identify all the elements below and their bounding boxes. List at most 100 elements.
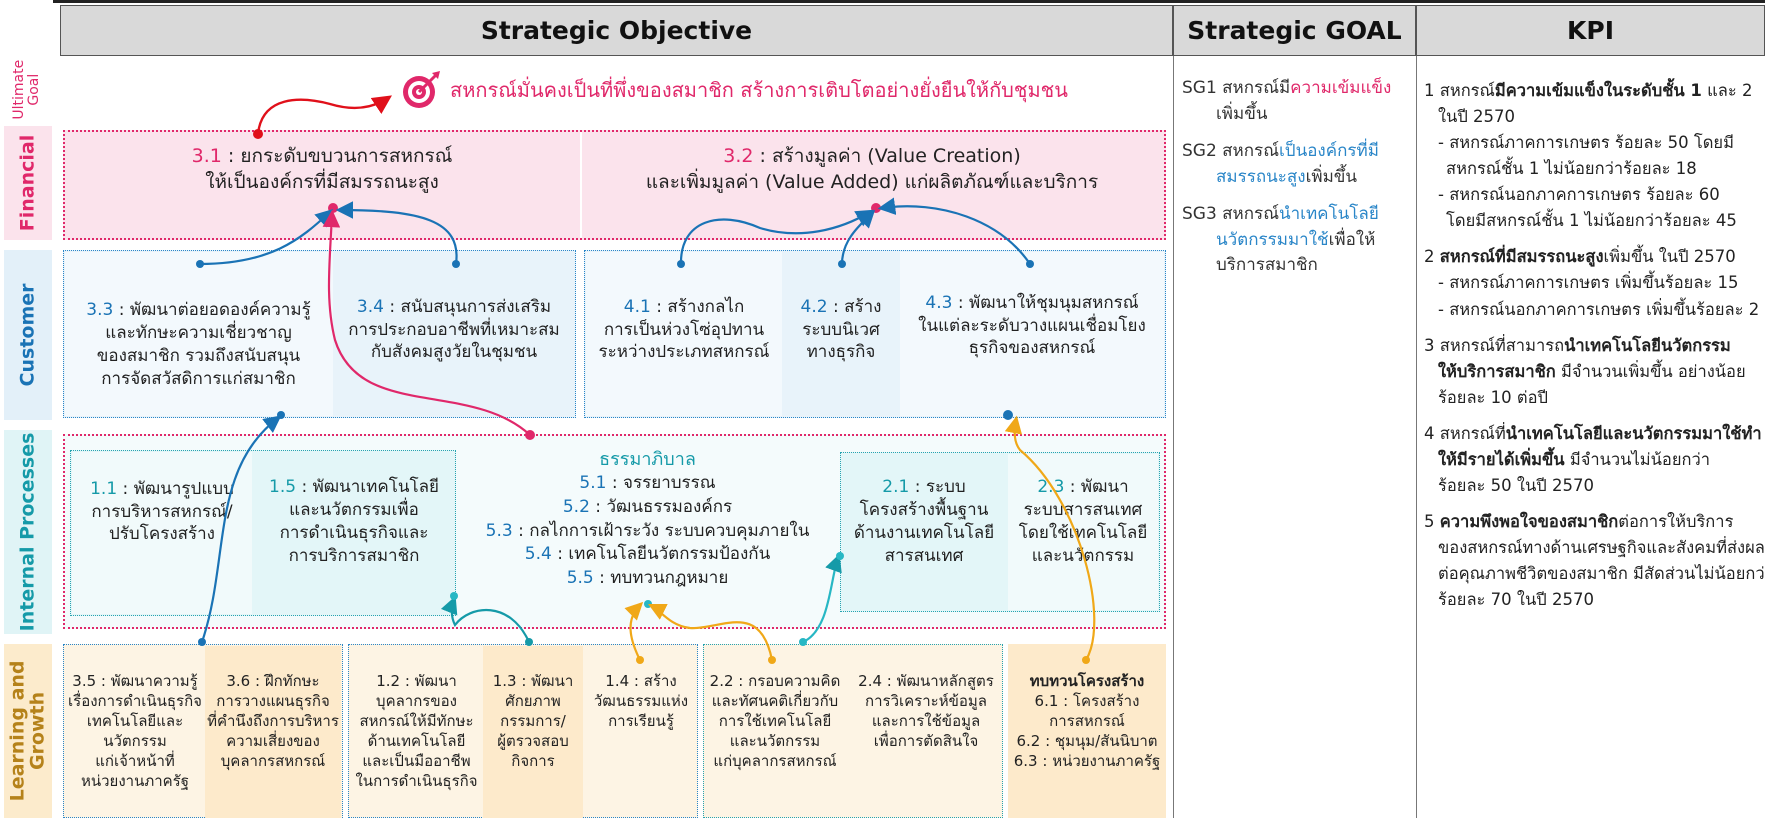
- objective-4-1: 4.1 : สร้างกลไก การเป็นห่วงโซ่อุปทาน ระห…: [586, 280, 782, 380]
- governance-item-5-5-num: 5.5: [566, 568, 594, 589]
- objective-2-3-line1: ระบบสารสนเทศ: [1023, 500, 1143, 521]
- divider-kpi: [1416, 56, 1417, 818]
- objective-4-1-line2: ระหว่างประเภทสหกรณ์: [598, 342, 770, 363]
- objective-3-5-line2: เทคโนโลยีและ: [86, 711, 184, 730]
- objective-2-2-line2: การใช้เทคโนโลยี: [718, 711, 832, 730]
- objective-1-2-line5: ในการดำเนินธุรกิจ: [355, 771, 478, 790]
- objective-1-3-line1: ศักยภาพ: [505, 691, 561, 710]
- kpi-3: 3 สหกรณ์ที่สามารถนำเทคโนโลยีนวัตกรรม ให้…: [1424, 333, 1765, 411]
- objective-1-2-line4: และเป็นมืออาชีพ: [362, 751, 471, 770]
- kpi-1-b: มีความเข้มแข็งในระดับชั้น 1: [1494, 81, 1702, 100]
- objective-2-4-line1: การวิเคราะห์ข้อมูล: [865, 691, 987, 710]
- objective-4-1-line1: การเป็นห่วงโซ่อุปทาน: [603, 319, 765, 340]
- objective-3-2-num: 3.2: [723, 145, 754, 168]
- kpi-4-c: มีจำนวนไม่น้อยกว่า: [1564, 449, 1711, 469]
- goal-sg3: SG3 สหกรณ์นำเทคโนโลยี นวัตกรรมมาใช้เพื่อ…: [1182, 202, 1414, 279]
- governance-item-5-4-text: : เทคโนโลยีนวัตกรรมป้องกัน: [551, 544, 771, 565]
- objective-2-4-line3: เพื่อการตัดสินใจ: [873, 731, 979, 750]
- objective-6-item2-text: : ชุมนุม/สันนิบาต: [1040, 731, 1158, 750]
- dot-3-2: [871, 203, 881, 213]
- governance-title: ธรรมาภิบาล: [599, 448, 696, 470]
- objective-1-1-num: 1.1: [90, 478, 118, 499]
- objective-2-4-line2: และการใช้ข้อมูล: [871, 711, 981, 730]
- objective-3-4-num: 3.4: [356, 296, 384, 317]
- kpi-4: 4 สหกรณ์ที่นำเทคโนโลยีและนวัตกรรมมาใช้ทำ…: [1424, 421, 1765, 499]
- objective-2-1-line3: สารสนเทศ: [884, 545, 964, 566]
- objective-3-5-line3: นวัตกรรม: [103, 731, 167, 750]
- objective-2-1-line2: ด้านงานเทคโนโลยี: [853, 523, 995, 543]
- objective-2-1-line1: โครงสร้างพื้นฐาน: [859, 500, 989, 521]
- objective-3-2-text: : สร้างมูลค่า (Value Creation): [753, 145, 1021, 168]
- goal-sg3-pre: สหกรณ์: [1216, 204, 1279, 224]
- kpi-3-b: นำเทคโนโลยีนวัตกรรม: [1564, 335, 1731, 355]
- objective-1-3-line2: กรรมการ/: [500, 711, 566, 730]
- header-kpi: KPI: [1416, 5, 1765, 56]
- objective-6-title: ทบทวนโครงสร้าง: [1029, 672, 1145, 690]
- governance-item-5-5-text: : ทบทวนกฎหมาย: [593, 568, 729, 589]
- goal-sg2-cont-highlight: สมรรถนะสูง: [1216, 166, 1306, 187]
- objective-3-2-text2: และเพิ่มมูลค่า (Value Added) แก่ผลิตภัณฑ…: [645, 171, 1099, 193]
- objective-1-5-line1: และนวัตกรรมเพื่อ: [289, 500, 419, 521]
- objective-3-3-line3: การจัดสวัสดิการแก่สมาชิก: [101, 368, 296, 389]
- goal-sg3-cont: เพื่อให้: [1328, 229, 1376, 250]
- kpi-2-s2: - สหกรณ์นอกภาคการเกษตร เพิ่มขึ้นร้อยละ 2: [1438, 299, 1760, 319]
- kpi-1-a: 1 สหกรณ์: [1424, 81, 1495, 100]
- kpi-5-a: 5: [1424, 511, 1440, 531]
- objective-1-2-text: : พัฒนา: [400, 672, 457, 690]
- objective-3-5-num: 3.5: [72, 672, 97, 690]
- goal-sg1-highlight: ความเข้มแข็ง: [1290, 78, 1392, 98]
- kpi-1-c: และ 2: [1701, 81, 1753, 100]
- kpi-5-b: ความพึงพอใจของสมาชิก: [1439, 511, 1619, 531]
- kpi-3-d: ร้อยละ 10 ต่อปี: [1438, 387, 1548, 407]
- objective-1-5-line3: การบริการสมาชิก: [288, 545, 420, 566]
- objective-1-2-num: 1.2: [376, 672, 401, 690]
- objective-2-2-text: : กรอบความคิด: [733, 672, 841, 690]
- objective-2-2-line1: และทัศนคติเกี่ยวกับ: [711, 691, 839, 710]
- kpi-2-b: สหกรณ์ที่มีสมรรถนะสูง: [1439, 247, 1604, 267]
- learning-group-1-sub: [205, 646, 341, 818]
- objective-1-4-text: : สร้าง: [629, 672, 677, 690]
- objective-4-2-text: : สร้าง: [827, 296, 882, 317]
- learning-group-3: [703, 644, 1003, 818]
- goal-sg1-pre: สหกรณ์มี: [1216, 78, 1291, 98]
- objective-2-3-text: : พัฒนา: [1064, 477, 1129, 498]
- objective-3-5-line1: เรื่องการดำเนินธุรกิจ: [68, 691, 202, 710]
- objective-1-3-num: 1.3: [492, 672, 517, 690]
- governance-item-5-2-num: 5.2: [562, 496, 590, 517]
- arrow-3-4-to-3-1: [335, 201, 458, 265]
- objective-1-1: 1.1 : พัฒนารูปแบบ การบริหารสหกรณ์/ ปรับโ…: [72, 462, 252, 562]
- kpi-5: 5 ความพึงพอใจของสมาชิกต่อการให้บริการ ขอ…: [1424, 509, 1765, 613]
- objective-1-4-line2: การเรียนรู้: [608, 711, 674, 730]
- dot-2-2: [768, 656, 776, 664]
- dot-governance-bottom: [644, 600, 652, 608]
- objective-1-2: 1.2 : พัฒนา บุคลากรของ สหกรณ์ให้มีทักษะ …: [350, 672, 483, 818]
- objective-1-2-line1: บุคลากรของ: [376, 691, 457, 710]
- governance-item-5-1-text: : จรรยาบรรณ: [606, 473, 716, 494]
- objective-2-1-num: 2.1: [882, 477, 910, 498]
- goal-sg2-pre: สหกรณ์: [1216, 141, 1279, 161]
- customer-right-sub1: [586, 252, 782, 416]
- objective-2-1-text: : ระบบ: [909, 477, 966, 498]
- perspective-ultimate: Ultimate Goal: [0, 60, 53, 120]
- governance-item-5-1-num: 5.1: [579, 473, 607, 494]
- kpi-2-a: 2: [1424, 247, 1440, 267]
- kpi-4-b: นำเทคโนโลยีและนวัตกรรมมาใช้ทำ: [1505, 423, 1762, 443]
- goals-column: SG1 สหกรณ์มีความเข้มแข็ง เพิ่มขึ้น SG2 ส…: [1182, 76, 1414, 279]
- objective-6-item3-num: 6.3: [1013, 751, 1038, 770]
- objective-4-2-line1: ระบบนิเวศ: [802, 319, 880, 340]
- objective-2-2-line4: แก่บุคลากรสหกรณ์: [713, 751, 837, 770]
- objective-3-1-text: : ยกระดับขบวนการสหกรณ์: [221, 145, 453, 168]
- objective-2-1: 2.1 : ระบบ โครงสร้างพื้นฐาน ด้านงานเทคโน…: [842, 462, 1006, 582]
- objective-6-item3: 6.3 : หน่วยงานภาครัฐ: [1014, 752, 1160, 772]
- objective-2-2: 2.2 : กรอบความคิด และทัศนคติเกี่ยวกับ กา…: [705, 672, 845, 792]
- goal-sg1-cont: เพิ่มขึ้น: [1216, 103, 1268, 124]
- divider-goal: [1173, 56, 1174, 818]
- objective-3-6: 3.6 : ฝึกทักษะ การวางแผนธุรกิจ ที่คำนึงถ…: [205, 672, 341, 792]
- dot-internal-1-5: [450, 592, 458, 600]
- kpi-5-d: ร้อยละ 70 ในปี 2570: [1438, 590, 1594, 610]
- governance-item-5-4: 5.4 : เทคโนโลยีนวัตกรรมป้องกัน: [525, 543, 770, 567]
- ultimate-goal-row: สหกรณ์มั่นคงเป็นที่พึ่งของสมาชิก สร้างกา…: [400, 68, 1100, 112]
- governance-item-5-5: 5.5 : ทบทวนกฎหมาย: [567, 567, 729, 591]
- arrow-6-to-2-3: [1004, 415, 1096, 661]
- learning-group-2-sub: [483, 646, 583, 818]
